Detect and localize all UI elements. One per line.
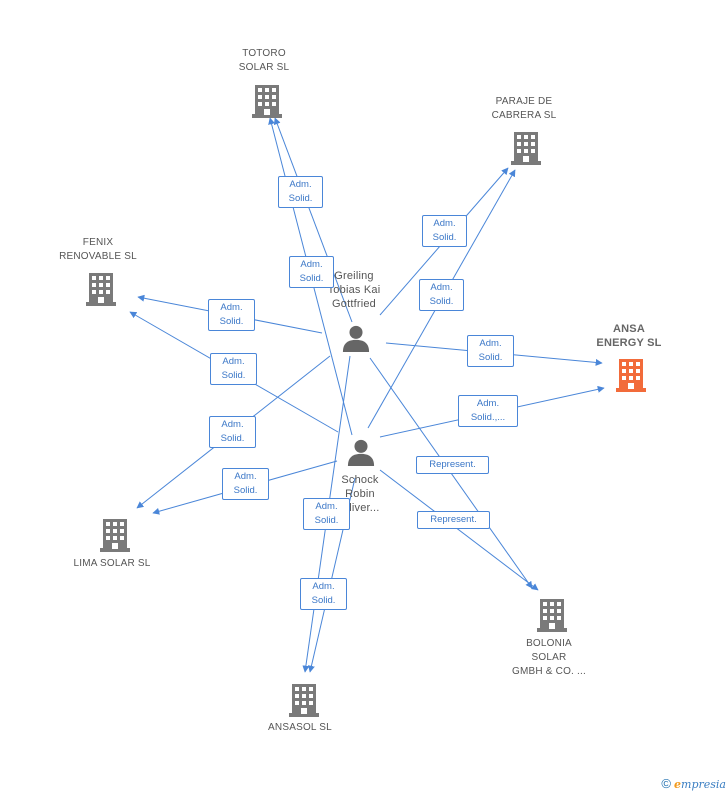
node-label-paraje[interactable]: PARAJE DE CABRERA SL bbox=[491, 96, 557, 121]
building-icon[interactable] bbox=[289, 684, 319, 717]
node-label-ansasol[interactable]: ANSASOL SL bbox=[268, 722, 332, 733]
node-label-lima[interactable]: LIMA SOLAR SL bbox=[73, 558, 151, 569]
person-icon[interactable] bbox=[347, 439, 375, 466]
node-label-greiling[interactable]: Greiling Tobias Kai Gottfried bbox=[327, 270, 381, 310]
brand-logo: empresia bbox=[674, 778, 726, 791]
relation-label[interactable]: Adm. Solid. bbox=[289, 256, 334, 288]
relation-label[interactable]: Adm. Solid.,... bbox=[458, 395, 518, 427]
node-label-schock[interactable]: Schock Robin Oliver... bbox=[340, 474, 380, 514]
relation-label[interactable]: Adm. Solid. bbox=[210, 353, 257, 385]
relation-label[interactable]: Adm. Solid. bbox=[278, 176, 323, 208]
node-label-totoro[interactable]: TOTORO SOLAR SL bbox=[238, 48, 290, 73]
relation-label[interactable]: Adm. Solid. bbox=[467, 335, 514, 367]
relation-label[interactable]: Adm. Solid. bbox=[300, 578, 347, 610]
edge-schock-bolonia bbox=[379, 469, 539, 591]
relation-label[interactable]: Represent. bbox=[417, 511, 490, 529]
relation-label[interactable]: Represent. bbox=[416, 456, 489, 474]
building-icon[interactable] bbox=[616, 359, 646, 392]
relation-label[interactable]: Adm. Solid. bbox=[222, 468, 269, 500]
relation-label[interactable]: Adm. Solid. bbox=[419, 279, 464, 311]
node-label-bolonia[interactable]: BOLONIA SOLAR GMBH & CO. ... bbox=[512, 638, 586, 677]
edges bbox=[129, 117, 605, 673]
node-label-fenix[interactable]: FENIX RENOVABLE SL bbox=[59, 237, 137, 262]
relation-label[interactable]: Adm. Solid. bbox=[208, 299, 255, 331]
relation-label[interactable]: Adm. Solid. bbox=[303, 498, 350, 530]
building-icon[interactable] bbox=[86, 273, 116, 306]
person-icon[interactable] bbox=[342, 325, 370, 352]
footer-brand[interactable]: © empresia bbox=[661, 776, 726, 791]
building-icon[interactable] bbox=[511, 132, 541, 165]
node-label-ansa[interactable]: ANSA ENERGY SL bbox=[596, 323, 662, 349]
relation-label[interactable]: Adm. Solid. bbox=[422, 215, 467, 247]
building-icon[interactable] bbox=[252, 85, 282, 118]
relation-label[interactable]: Adm. Solid. bbox=[209, 416, 256, 448]
building-icon[interactable] bbox=[100, 519, 130, 552]
edge-greiling-totoro bbox=[273, 117, 353, 323]
copyright-icon: © bbox=[661, 776, 671, 791]
building-icon[interactable] bbox=[537, 599, 567, 632]
